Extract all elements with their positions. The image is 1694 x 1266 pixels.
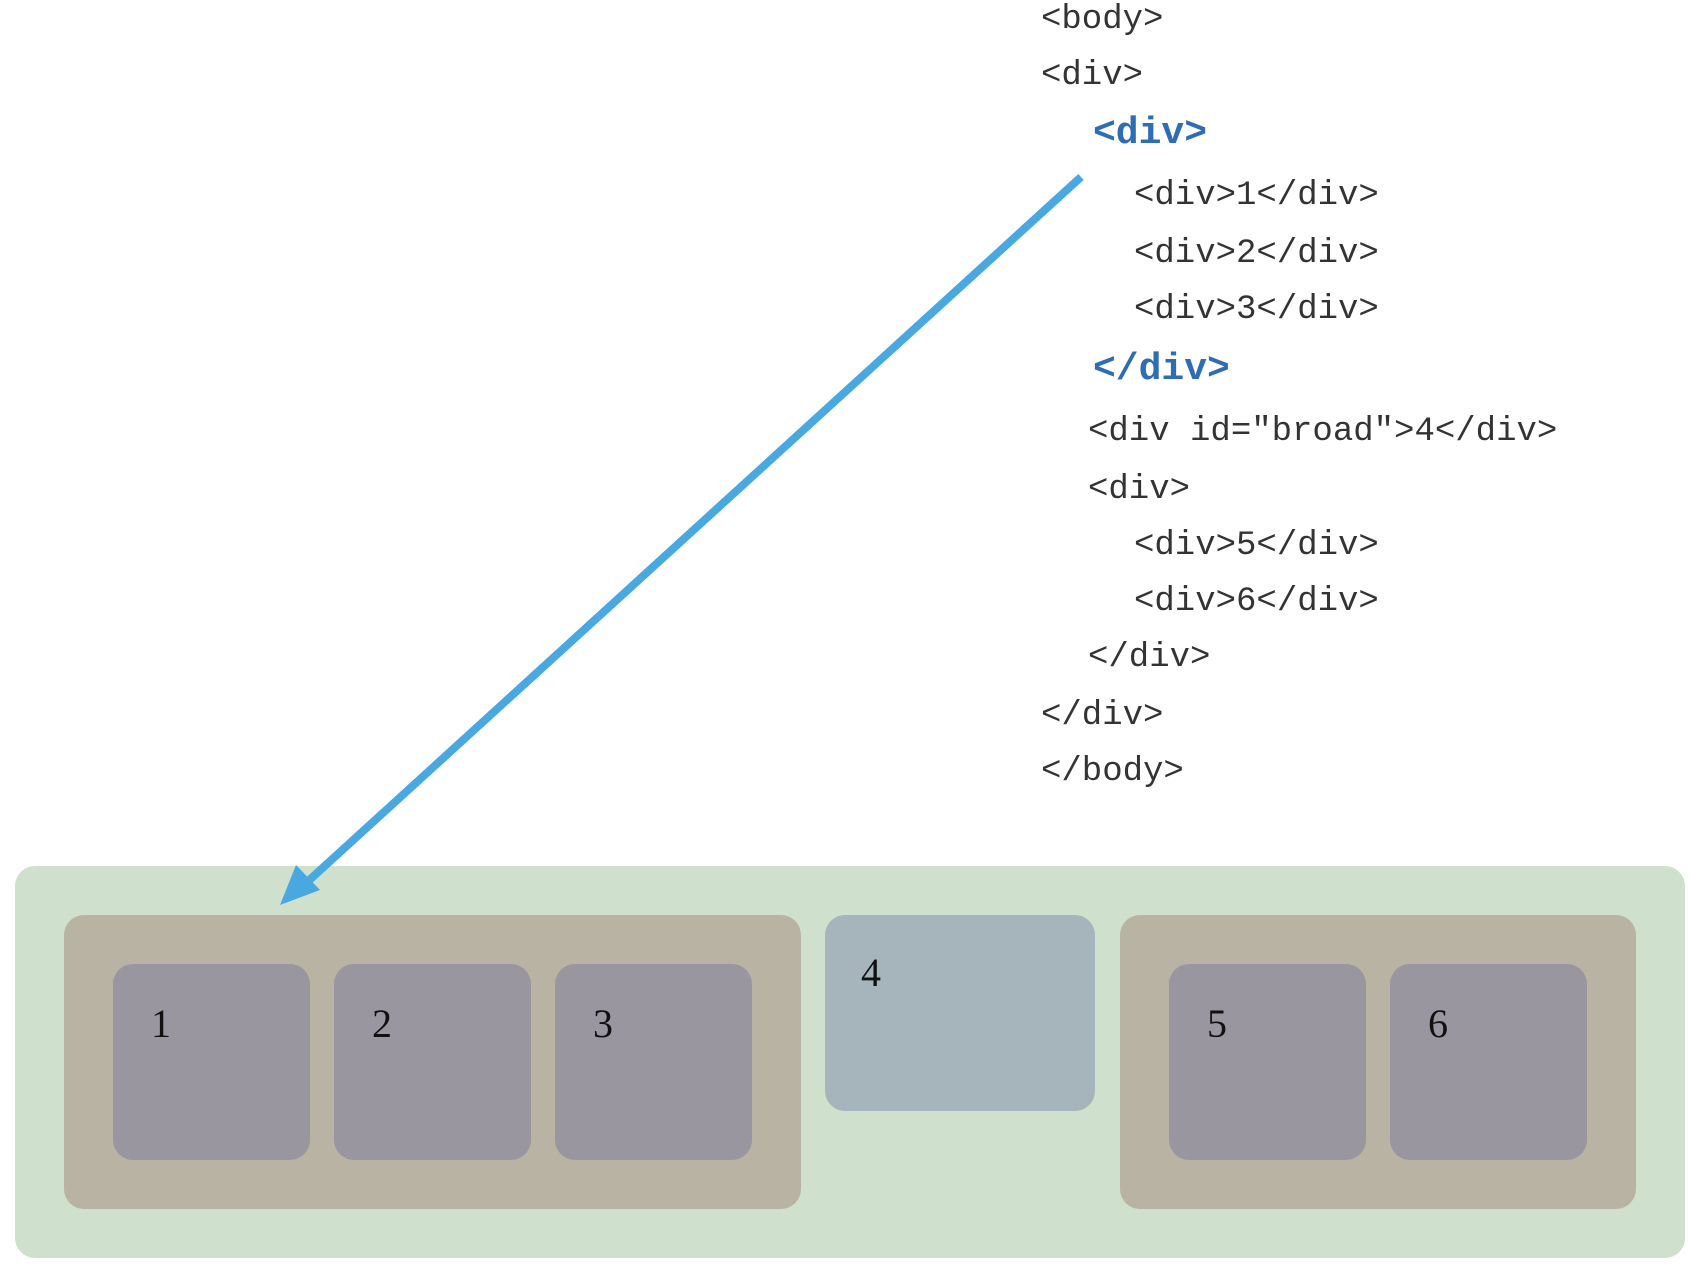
item-box-5-label: 5 — [1207, 1001, 1227, 1046]
code-line-second-group-close: </div> — [1088, 639, 1211, 677]
item-box-3: 3 — [555, 964, 752, 1160]
code-line-div-3: <div>3</div> — [1134, 291, 1379, 329]
code-line-div-2: <div>2</div> — [1134, 235, 1379, 273]
code-line-div-6: <div>6</div> — [1134, 583, 1379, 621]
code-line-div-5: <div>5</div> — [1134, 527, 1379, 565]
item-box-6: 6 — [1390, 964, 1587, 1160]
item-box-2-label: 2 — [372, 1001, 392, 1046]
item-box-3-label: 3 — [593, 1001, 613, 1046]
item-box-5: 5 — [1169, 964, 1366, 1160]
code-line-outer-div-open: <div> — [1041, 57, 1144, 95]
broad-box-4-label: 4 — [861, 950, 881, 995]
item-box-6-label: 6 — [1428, 1001, 1448, 1046]
code-line-group-div-open-highlighted: <div> — [1093, 112, 1208, 155]
item-box-1: 1 — [113, 964, 310, 1160]
item-box-2: 2 — [334, 964, 531, 1160]
code-line-broad-div: <div id="broad">4</div> — [1088, 413, 1558, 451]
code-line-body-close: </body> — [1041, 753, 1184, 791]
code-line-second-group-open: <div> — [1088, 471, 1191, 509]
code-line-outer-div-close: </div> — [1041, 697, 1164, 735]
code-line-div-1: <div>1</div> — [1134, 177, 1379, 215]
code-line-body-open: <body> — [1041, 1, 1164, 39]
code-line-group-div-close-highlighted: </div> — [1093, 348, 1230, 391]
html-source-code: <body> <div> <div> <div>1</div> <div>2</… — [1041, 1, 1558, 791]
broad-box-4: 4 — [825, 915, 1095, 1111]
item-box-1-label: 1 — [151, 1001, 171, 1046]
